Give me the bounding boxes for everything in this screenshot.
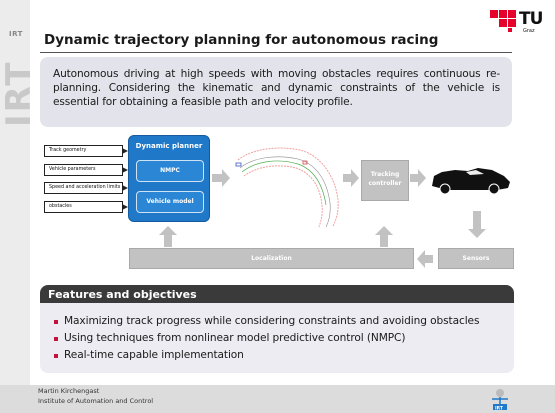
arrow-localization-to-controller — [375, 226, 393, 247]
feature-text: Using techniques from nonlinear model pr… — [64, 332, 406, 344]
nmpc-box: NMPC — [136, 160, 204, 182]
vehicle-model-box: Vehicle model — [136, 191, 204, 213]
localization-block: Localization — [129, 248, 414, 269]
abstract-block: Autonomous driving at high speeds with m… — [40, 57, 512, 127]
svg-text:IRT: IRT — [495, 406, 504, 412]
arrow-sensors-to-localization — [417, 250, 433, 268]
arrow-to-track — [212, 169, 230, 187]
tu-logo-text: TU — [519, 9, 543, 29]
dynamic-planner-block: Dynamic planner NMPC Vehicle model — [128, 135, 210, 222]
arrow-localization-to-planner — [159, 226, 177, 247]
tracking-controller-block: Tracking controller — [361, 160, 409, 201]
graz-logo-text: Graz — [523, 28, 535, 34]
slide-title: Dynamic trajectory planning for autonomo… — [44, 32, 439, 48]
title-divider — [40, 52, 512, 53]
feature-text: Real-time capable implementation — [64, 349, 244, 361]
feature-item: Maximizing track progress while consider… — [54, 313, 504, 330]
arrow-car-to-sensors — [468, 211, 486, 238]
footer-institute: Institute of Automation and Control — [38, 397, 154, 405]
irt-small-label: IRT — [9, 30, 23, 38]
arrow-to-car — [410, 169, 426, 187]
feature-text: Maximizing track progress while consider… — [64, 315, 480, 327]
bullet-icon — [54, 320, 58, 324]
features-header: Features and objectives — [40, 285, 514, 303]
irt-footer-logo-icon: IRT — [492, 389, 508, 412]
sidebar-branding: IRT IRT — [0, 0, 39, 385]
feature-item: Real-time capable implementation — [54, 347, 504, 364]
planner-title: Dynamic planner — [135, 142, 203, 150]
race-car-icon — [432, 168, 510, 195]
bullet-icon — [54, 354, 58, 358]
race-track-plot — [235, 147, 339, 228]
tu-graz-logo: TU Graz — [490, 6, 546, 34]
footer: Martin Kirchengast Institute of Automati… — [0, 385, 555, 413]
sensors-block: Sensors — [438, 248, 514, 269]
features-body: Maximizing track progress while consider… — [40, 303, 514, 373]
footer-author: Martin Kirchengast — [38, 387, 100, 395]
arrow-to-controller — [343, 169, 359, 187]
input-obstacles: obstacles — [44, 201, 123, 213]
feature-item: Using techniques from nonlinear model pr… — [54, 330, 504, 347]
input-track-geometry: Track geometry — [44, 145, 123, 157]
bullet-icon — [54, 337, 58, 341]
